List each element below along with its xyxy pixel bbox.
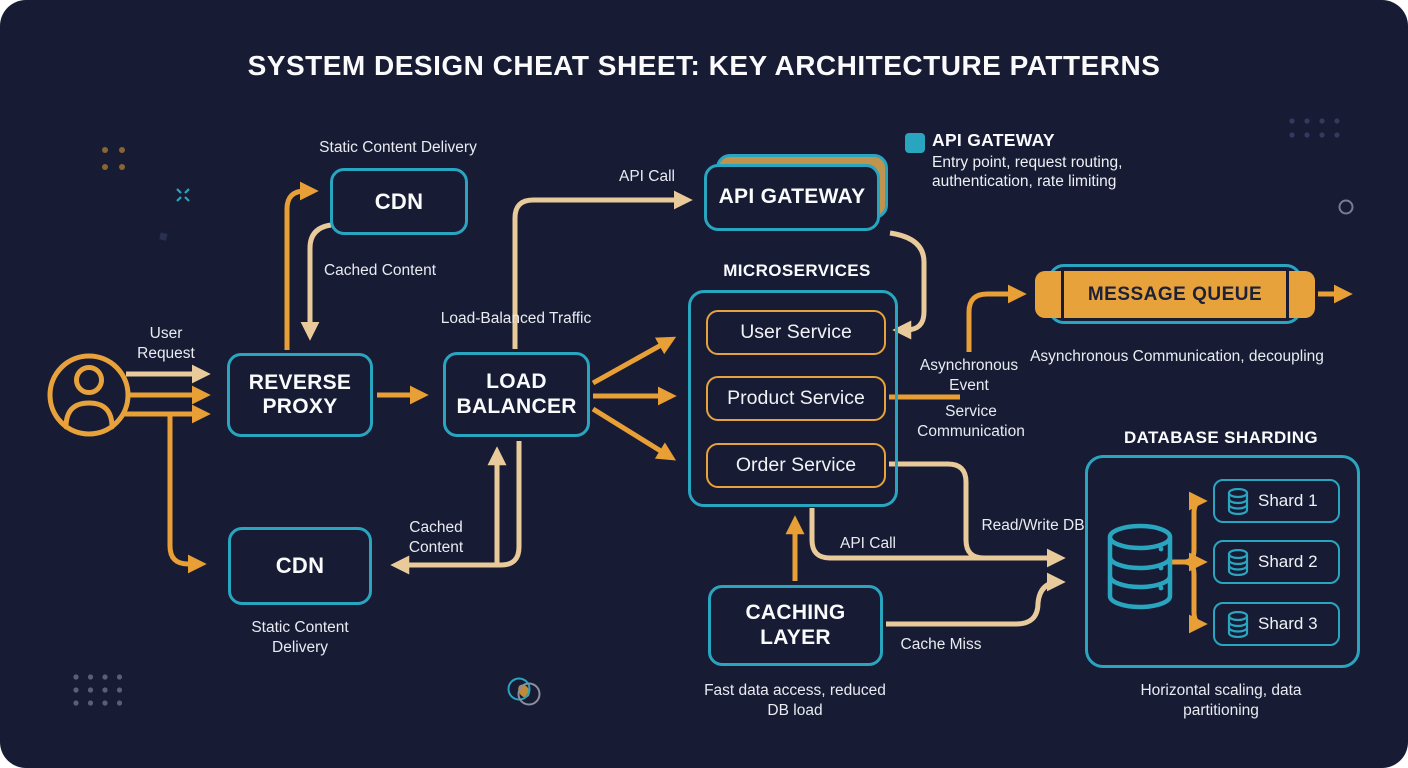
dots-decoration-bottom-left bbox=[73, 674, 123, 706]
node-caching-layer-label: CACHING LAYER bbox=[745, 601, 846, 649]
node-shard-2: Shard 2 bbox=[1213, 540, 1340, 584]
label-api-call-bottom: API Call bbox=[840, 535, 896, 552]
queue-cap-right bbox=[1286, 271, 1289, 318]
node-product-service: Product Service bbox=[706, 376, 886, 421]
small-database-icon bbox=[1227, 610, 1249, 638]
loadbalancer-fan-arrows bbox=[591, 336, 677, 461]
label-cached-content-bottom: Cached Content bbox=[408, 519, 464, 556]
user-to-proxy-arrows bbox=[121, 364, 211, 424]
proxy-to-cdn-top-arrow bbox=[284, 181, 319, 350]
label-cache-miss: Cache Miss bbox=[900, 636, 982, 653]
microservices-heading: MICROSERVICES bbox=[723, 261, 871, 280]
legend-title: API GATEWAY bbox=[932, 130, 1055, 150]
message-queue-label: MESSAGE QUEUE bbox=[1087, 283, 1263, 305]
venn-decoration bbox=[507, 677, 541, 706]
async-event-to-queue-arrow bbox=[966, 284, 1027, 352]
small-database-icon bbox=[1227, 548, 1249, 576]
label-api-call-top: API Call bbox=[619, 168, 675, 185]
label-asynchronous-event: Asynchronous Event bbox=[919, 357, 1019, 394]
queue-cap-left bbox=[1061, 271, 1064, 318]
shard-1-label: Shard 1 bbox=[1258, 491, 1318, 510]
page-title: SYSTEM DESIGN CHEAT SHEET: KEY ARCHITECT… bbox=[247, 50, 1161, 81]
user-to-cdn-bottom-arrow bbox=[167, 416, 207, 574]
database-sharding-heading: DATABASE SHARDING bbox=[1123, 428, 1319, 447]
legend-swatch bbox=[905, 133, 925, 153]
label-user-request: User Request bbox=[137, 325, 195, 362]
node-reverse-proxy-label: REVERSE PROXY bbox=[248, 370, 352, 418]
cache-miss-arrow bbox=[886, 572, 1066, 627]
square-decoration bbox=[159, 232, 168, 241]
database-sharding-caption: Horizontal scaling, data partitioning bbox=[1140, 682, 1302, 719]
legend-api-gateway: API GATEWAY Entry point, request routing… bbox=[932, 130, 1162, 192]
node-load-balancer-label: LOAD BALANCER bbox=[456, 370, 577, 418]
node-cdn-top: CDN bbox=[330, 168, 468, 235]
node-order-service: Order Service bbox=[706, 443, 886, 488]
user-service-label: User Service bbox=[740, 321, 852, 343]
label-static-content-delivery-top: Static Content Delivery bbox=[319, 139, 477, 156]
circle-decoration bbox=[1338, 199, 1354, 215]
legend-description: Entry point, request routing, authentica… bbox=[932, 154, 1123, 190]
database-sharding-container bbox=[1085, 455, 1360, 668]
node-load-balancer: LOAD BALANCER bbox=[443, 352, 590, 437]
product-service-label: Product Service bbox=[727, 387, 865, 409]
dots-decoration-top-right bbox=[1289, 118, 1340, 138]
node-caching-layer: CACHING LAYER bbox=[708, 585, 883, 666]
label-load-balanced-traffic: Load-Balanced Traffic bbox=[440, 310, 592, 327]
node-api-gateway-label: API GATEWAY bbox=[718, 185, 866, 209]
caching-layer-caption: Fast data access, reduced DB load bbox=[704, 682, 886, 719]
node-shard-3: Shard 3 bbox=[1213, 602, 1340, 646]
node-cdn-bottom: CDN bbox=[228, 527, 372, 605]
user-icon bbox=[47, 353, 131, 437]
node-user-service: User Service bbox=[706, 310, 886, 355]
label-service-communication: Service Communication bbox=[917, 403, 1025, 440]
message-queue-caption: Asynchronous Communication, decoupling bbox=[1030, 348, 1324, 365]
shard-3-label: Shard 3 bbox=[1258, 614, 1318, 633]
node-message-queue: MESSAGE QUEUE bbox=[1035, 271, 1315, 318]
cdn-bottom-caption: Static Content Delivery bbox=[251, 619, 349, 656]
microservices-container bbox=[688, 290, 898, 507]
node-shard-1: Shard 1 bbox=[1213, 479, 1340, 523]
sparkle-x-icon bbox=[176, 188, 190, 202]
dots-decoration-top-left bbox=[102, 147, 125, 170]
node-api-gateway: API GATEWAY bbox=[704, 164, 880, 231]
node-reverse-proxy: REVERSE PROXY bbox=[227, 353, 373, 437]
node-cdn-top-label: CDN bbox=[374, 188, 424, 214]
node-cdn-bottom-label: CDN bbox=[275, 553, 325, 579]
orderservice-to-db-line bbox=[889, 461, 1010, 561]
label-cached-content-top: Cached Content bbox=[323, 262, 437, 279]
small-database-icon bbox=[1227, 487, 1249, 515]
shard-2-label: Shard 2 bbox=[1258, 552, 1318, 571]
label-read-write-db: Read/Write DB bbox=[981, 517, 1085, 534]
order-service-label: Order Service bbox=[735, 454, 857, 476]
